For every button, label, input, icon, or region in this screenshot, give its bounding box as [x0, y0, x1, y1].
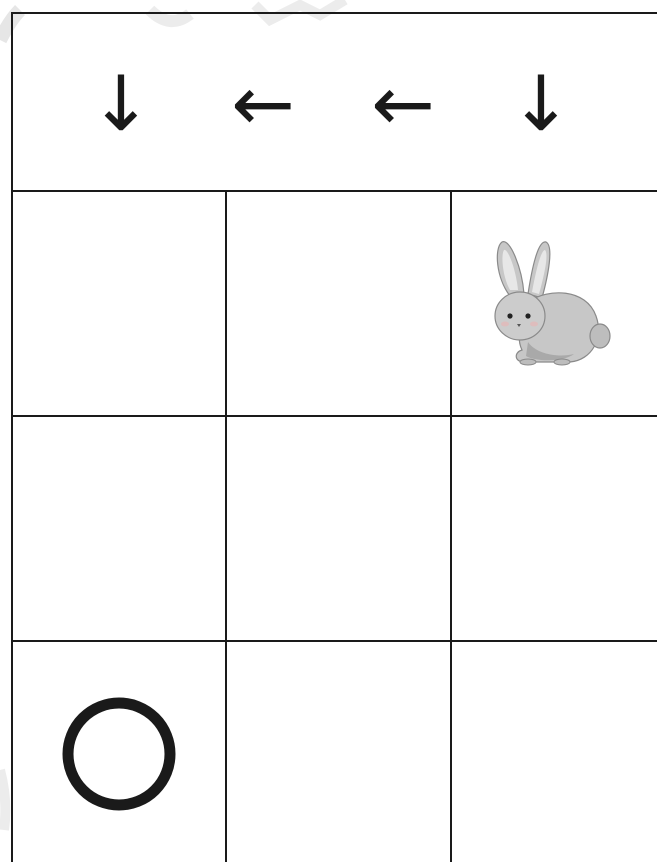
- grid-cell-r2-c3[interactable]: [452, 417, 657, 640]
- grid-cell-r2-c2[interactable]: [227, 417, 450, 640]
- grid-cell-r3-c3[interactable]: [452, 642, 657, 862]
- grid-cell-r1-c1[interactable]: [13, 194, 225, 415]
- grid-cell-r1-c2[interactable]: [227, 194, 450, 415]
- grid-cell-r3-c1[interactable]: [13, 642, 225, 862]
- grid-cell-r1-c3[interactable]: [452, 194, 657, 415]
- grid-cell-r2-c1[interactable]: [13, 417, 225, 640]
- circle-target-icon: [59, 694, 179, 814]
- rabbit-icon: [488, 238, 618, 378]
- grid-cell-r3-c2[interactable]: [227, 642, 450, 862]
